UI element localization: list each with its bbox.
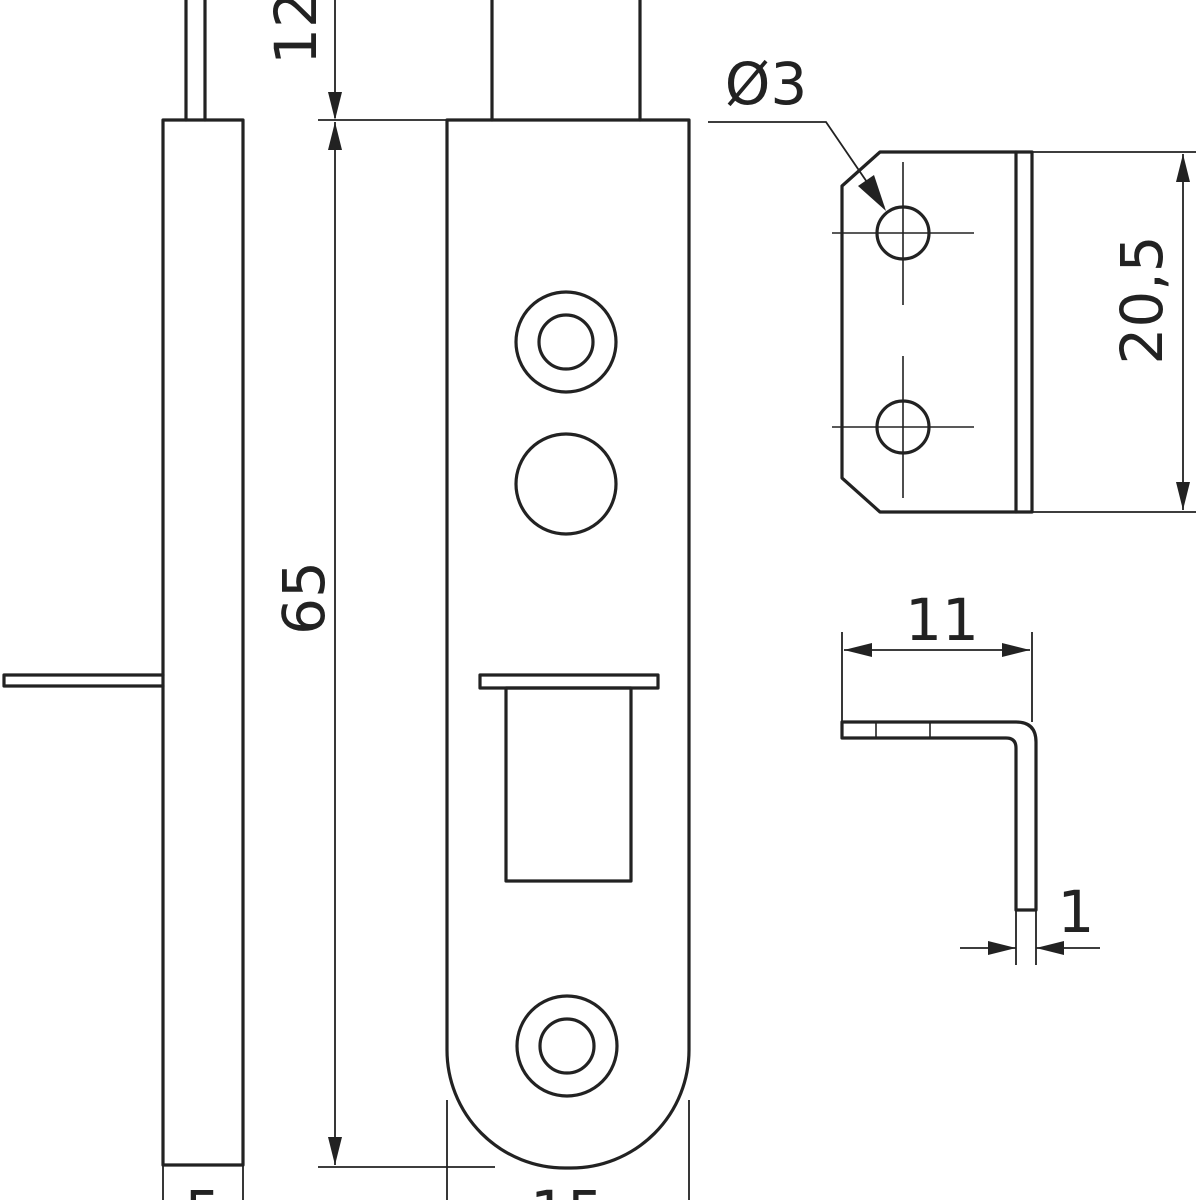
bracket-l-profile (840, 720, 1038, 912)
dim-bracket-thickness: 1 (1058, 878, 1095, 946)
screw-hole-bottom-outer (515, 994, 619, 1098)
bracket-outline (840, 150, 1034, 514)
arrow-11-right (1002, 643, 1030, 657)
front-view: 15 (445, 0, 691, 1200)
front-plate (445, 118, 691, 1170)
diameter-arrow (858, 175, 886, 211)
bracket-front-view: Ø3 20,5 (708, 50, 1196, 514)
side-plate (161, 118, 245, 1167)
side-view: 5 (2, 0, 245, 1200)
arrow-65-up (328, 122, 342, 150)
arrow-1-left (988, 941, 1016, 955)
dim-plate-width: 15 (530, 1178, 604, 1200)
plain-hole (514, 432, 618, 536)
front-bolt (490, 0, 642, 122)
side-pin (2, 673, 165, 688)
arrow-20-5-down (1176, 482, 1190, 510)
dim-hole-diameter: Ø3 (725, 50, 808, 118)
screw-hole-top-outer (514, 290, 618, 394)
dim-plate-thickness: 5 (185, 1178, 222, 1200)
bracket-centerlines (832, 162, 974, 498)
diameter-leader (708, 121, 885, 208)
bracket-side-view: 11 1 (840, 586, 1100, 965)
dim-bracket-height: 20,5 (1108, 235, 1176, 364)
front-width-ext (446, 1100, 690, 1200)
dim-plate-length: 65 (270, 561, 338, 635)
arrow-20-5-up (1176, 154, 1190, 182)
bracket-l-hidden (875, 722, 931, 738)
arrow-12-down (328, 92, 342, 120)
vertical-dimensions: 12 65 (262, 0, 495, 1168)
latch-slot (504, 686, 633, 883)
side-bolt-shaft (184, 0, 207, 122)
arrow-1-right (1036, 941, 1064, 955)
arrow-11-left (844, 643, 872, 657)
arrow-65-down (328, 1137, 342, 1165)
dim-bracket-depth: 11 (905, 586, 979, 654)
side-thickness-ext (162, 1165, 244, 1200)
screw-hole-top-inner (537, 313, 595, 371)
dim-bolt-extension: 12 (262, 0, 330, 65)
latch-flange (478, 673, 660, 690)
screw-hole-bottom-inner (538, 1017, 596, 1075)
